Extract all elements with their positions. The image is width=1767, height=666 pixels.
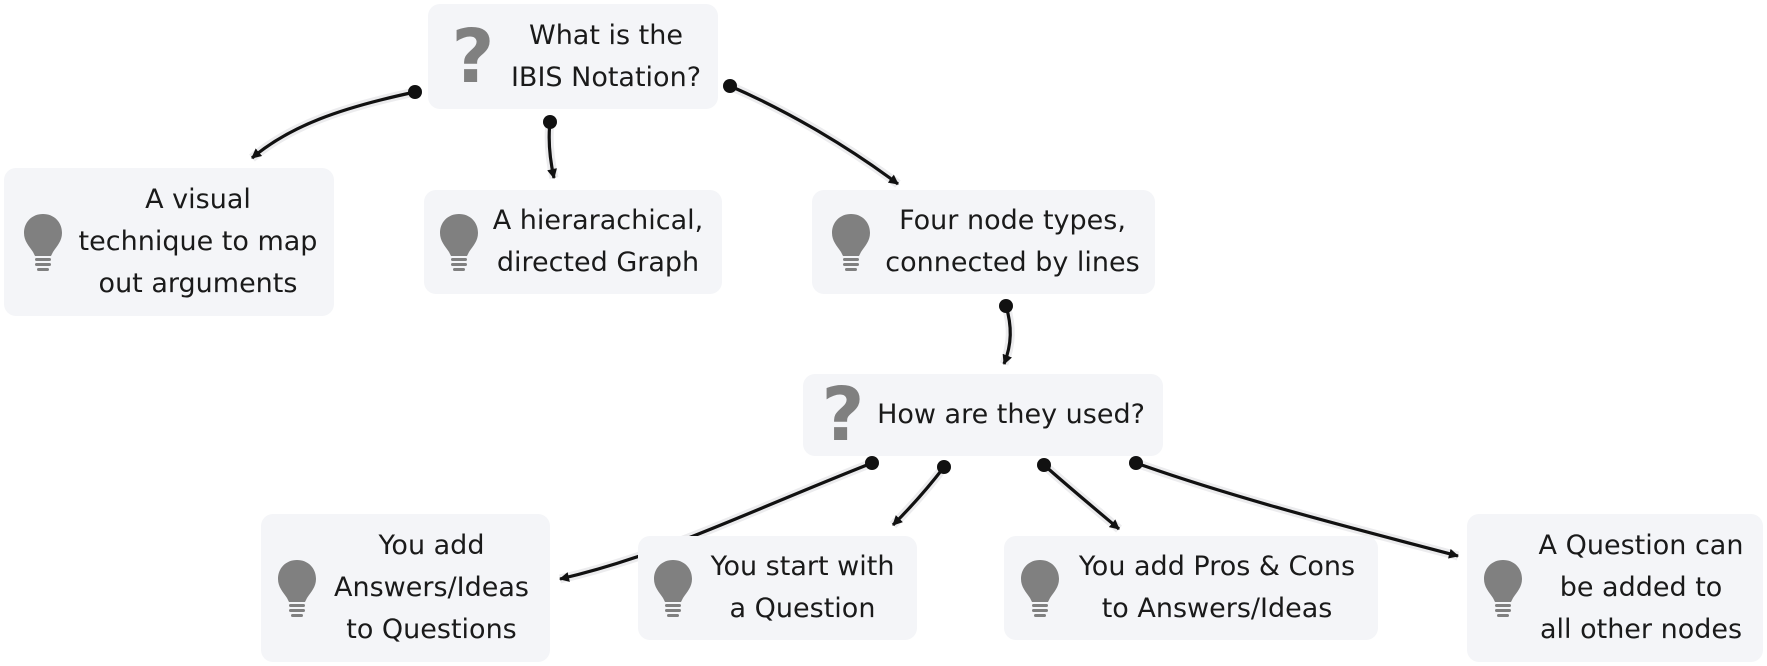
- edge-four-how: [999, 299, 1015, 366]
- edge-root-four: [723, 79, 901, 188]
- edge-how-answers: [558, 456, 879, 584]
- node-question-how-used[interactable]: ? How are they used?: [803, 374, 1163, 456]
- lightbulb-icon: [434, 212, 484, 272]
- node-idea-directed-graph[interactable]: A hierarachical, directed Graph: [424, 190, 722, 294]
- edge-how-start: [889, 460, 951, 529]
- edge-line: [1042, 463, 1121, 531]
- edge-halo: [249, 87, 416, 162]
- edge-start-dot: [1037, 458, 1051, 472]
- lightbulb-icon: [648, 558, 698, 618]
- edge-start-dot: [865, 456, 879, 470]
- node-label: A Question can be added to all other nod…: [1538, 530, 1744, 645]
- edge-root-graph: [543, 115, 559, 179]
- node-idea-question-added-anywhere[interactable]: A Question can be added to all other nod…: [1467, 514, 1763, 662]
- node-label: Four node types, connected by lines: [885, 205, 1140, 278]
- edge-line: [1135, 461, 1459, 559]
- edge-start-dot: [999, 299, 1013, 313]
- node-idea-answers-to-questions[interactable]: You add Answers/Ideas to Questions: [261, 514, 550, 662]
- node-idea-visual-technique[interactable]: A visual technique to map out arguments: [4, 168, 334, 316]
- node-label: You add Answers/Ideas to Questions: [334, 530, 529, 645]
- node-idea-start-with-question[interactable]: You start with a Question: [638, 536, 917, 640]
- edge-line: [729, 84, 899, 186]
- edge-root-visual: [249, 85, 422, 162]
- lightbulb-icon: [271, 558, 323, 618]
- edge-halo: [728, 81, 901, 188]
- edge-line: [559, 461, 873, 582]
- edge-start-dot: [1129, 456, 1143, 470]
- node-root-question[interactable]: ? What is the IBIS Notation?: [428, 4, 718, 109]
- edge-start-dot: [543, 115, 557, 129]
- node-label: You start with a Question: [710, 551, 895, 624]
- node-label: How are they used?: [877, 399, 1145, 430]
- edge-start-dot: [408, 85, 422, 99]
- question-mark-icon: ?: [821, 372, 865, 458]
- node-label: What is the IBIS Notation?: [510, 19, 702, 93]
- node-idea-four-node-types[interactable]: Four node types, connected by lines: [812, 190, 1155, 294]
- lightbulb-icon: [1014, 558, 1066, 618]
- edge-line: [250, 90, 416, 160]
- node-idea-pros-and-cons[interactable]: You add Pros & Cons to Answers/Ideas: [1004, 536, 1378, 640]
- edge-how-pros: [1037, 458, 1122, 533]
- node-label: You add Pros & Cons to Answers/Ideas: [1078, 551, 1356, 624]
- lightbulb-icon: [14, 212, 72, 272]
- edge-start-dot: [723, 79, 737, 93]
- edge-start-dot: [937, 460, 951, 474]
- lightbulb-icon: [822, 212, 880, 272]
- edge-how-added: [1129, 456, 1460, 561]
- node-label: A hierarachical, directed Graph: [492, 205, 704, 278]
- lightbulb-icon: [1477, 558, 1529, 618]
- question-mark-icon: ?: [451, 13, 495, 100]
- node-label: A visual technique to map out arguments: [78, 184, 318, 299]
- edge-line: [891, 466, 946, 527]
